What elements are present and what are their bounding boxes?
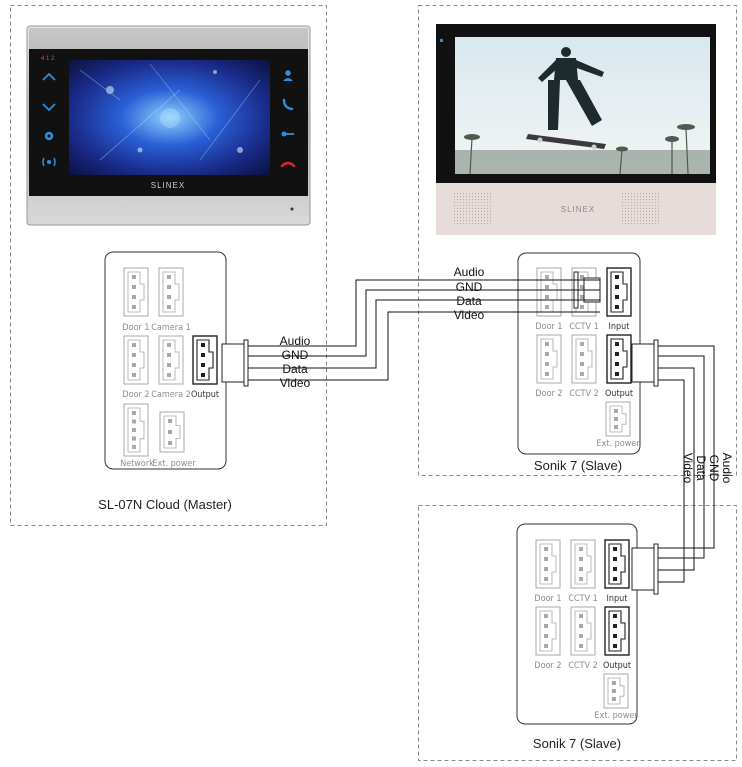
slave1-group-box bbox=[418, 5, 737, 476]
slave1-brand: SLINEX bbox=[561, 205, 595, 214]
wire-label-slave-gnd: GND bbox=[456, 280, 483, 294]
slave2-input-plug bbox=[631, 543, 659, 595]
master-status-text: 4 1 2 bbox=[41, 56, 55, 62]
slave1-input-connector bbox=[606, 267, 632, 317]
master-door2-label: Door 2 bbox=[122, 390, 149, 400]
wire-label-slave-audio: Audio bbox=[454, 265, 485, 279]
phone-hangup-icon[interactable] bbox=[280, 161, 296, 168]
slave1-extpower-label: Ext. power bbox=[596, 439, 640, 449]
wire-label-vertical-video: Video bbox=[681, 453, 695, 484]
slave1-door2-connector bbox=[536, 334, 562, 384]
wire-label-vertical-gnd: GND bbox=[707, 455, 721, 482]
slave2-input-label: Input bbox=[607, 594, 628, 604]
slave2-title: Sonik 7 (Slave) bbox=[533, 736, 621, 751]
slave2-extpower-label: Ext. power bbox=[594, 711, 638, 721]
phone-answer-icon[interactable] bbox=[282, 98, 294, 111]
master-screen bbox=[69, 60, 270, 175]
skateboarder-photo bbox=[455, 47, 710, 175]
slave1-output-plug bbox=[631, 339, 659, 387]
wire-bundle-slave1-slave2 bbox=[658, 345, 715, 583]
slave2-input-connector bbox=[604, 539, 630, 589]
slave2-door2-label: Door 2 bbox=[534, 661, 561, 671]
slave2-cctv2-label: CCTV 2 bbox=[568, 661, 598, 671]
master-camera1-connector bbox=[158, 267, 184, 317]
slave2-cctv1-connector bbox=[570, 539, 596, 589]
master-extpower-connector bbox=[159, 411, 185, 453]
master-brand: SLINEX bbox=[151, 181, 185, 190]
slave2-output-label: Output bbox=[603, 661, 631, 671]
slave2-door1-label: Door 1 bbox=[534, 594, 561, 604]
slave1-monitor: SLINEX bbox=[436, 24, 716, 235]
slave2-extpower-connector bbox=[603, 673, 629, 709]
slave1-title: Sonik 7 (Slave) bbox=[534, 458, 622, 473]
slave1-door1-connector bbox=[536, 267, 562, 317]
master-camera1-label: Camera 1 bbox=[151, 323, 191, 333]
wire-label-master-data: Data bbox=[282, 362, 308, 376]
slave2-cctv1-label: CCTV 1 bbox=[568, 594, 598, 604]
slave2-door1-connector bbox=[535, 539, 561, 589]
down-arrow-icon[interactable] bbox=[42, 103, 56, 112]
wire-label-slave-data: Data bbox=[456, 294, 482, 308]
master-door1-connector bbox=[123, 267, 149, 317]
slave1-extpower-connector bbox=[605, 401, 631, 437]
wire-label-vertical-audio: Audio bbox=[720, 453, 734, 484]
master-monitor: 4 1 2 SLINEX bbox=[26, 25, 311, 226]
up-arrow-icon[interactable] bbox=[42, 72, 56, 81]
master-output-connector bbox=[192, 335, 218, 385]
master-camera2-label: Camera 2 bbox=[151, 390, 191, 400]
master-door1-label: Door 1 bbox=[122, 323, 149, 333]
slave1-input-label: Input bbox=[609, 322, 630, 332]
wire-label-master-audio: Audio bbox=[280, 334, 311, 348]
slave2-group-box bbox=[418, 505, 737, 761]
slave1-door1-label: Door 1 bbox=[535, 322, 562, 332]
slave1-output-label: Output bbox=[605, 389, 633, 399]
master-group-box bbox=[10, 5, 327, 526]
wire-label-master-gnd: GND bbox=[282, 348, 309, 362]
wire-label-vertical-data: Data bbox=[694, 455, 708, 481]
wire-label-master-video: Video bbox=[280, 376, 311, 390]
slave2-cctv2-connector bbox=[570, 606, 596, 656]
master-output-label: Output bbox=[191, 390, 219, 400]
slave1-cctv2-connector bbox=[571, 334, 597, 384]
slave2-door2-connector bbox=[535, 606, 561, 656]
master-output-plug bbox=[221, 339, 249, 387]
wire-labels-vertical: Video Data GND Audio bbox=[681, 453, 734, 484]
master-camera2-connector bbox=[158, 335, 184, 385]
wire-bundle-master-slave1 bbox=[248, 279, 600, 381]
master-network-label: Network bbox=[120, 459, 154, 469]
user-icon[interactable] bbox=[283, 70, 293, 81]
master-extpower-label: Ext. power bbox=[152, 459, 196, 469]
key-icon[interactable] bbox=[281, 131, 295, 137]
slave1-door2-label: Door 2 bbox=[535, 389, 562, 399]
slave1-cctv1-label: CCTV 1 bbox=[569, 322, 599, 332]
slave1-cctv2-label: CCTV 2 bbox=[569, 389, 599, 399]
wire-label-slave-video: Video bbox=[454, 308, 485, 322]
master-door2-connector bbox=[123, 335, 149, 385]
intercom-icon[interactable] bbox=[42, 157, 56, 167]
master-title: SL-07N Cloud (Master) bbox=[98, 497, 232, 512]
slave1-output-connector bbox=[606, 334, 632, 384]
settings-icon[interactable] bbox=[44, 131, 54, 141]
master-network-connector bbox=[123, 403, 149, 457]
slave2-output-connector bbox=[604, 606, 630, 656]
